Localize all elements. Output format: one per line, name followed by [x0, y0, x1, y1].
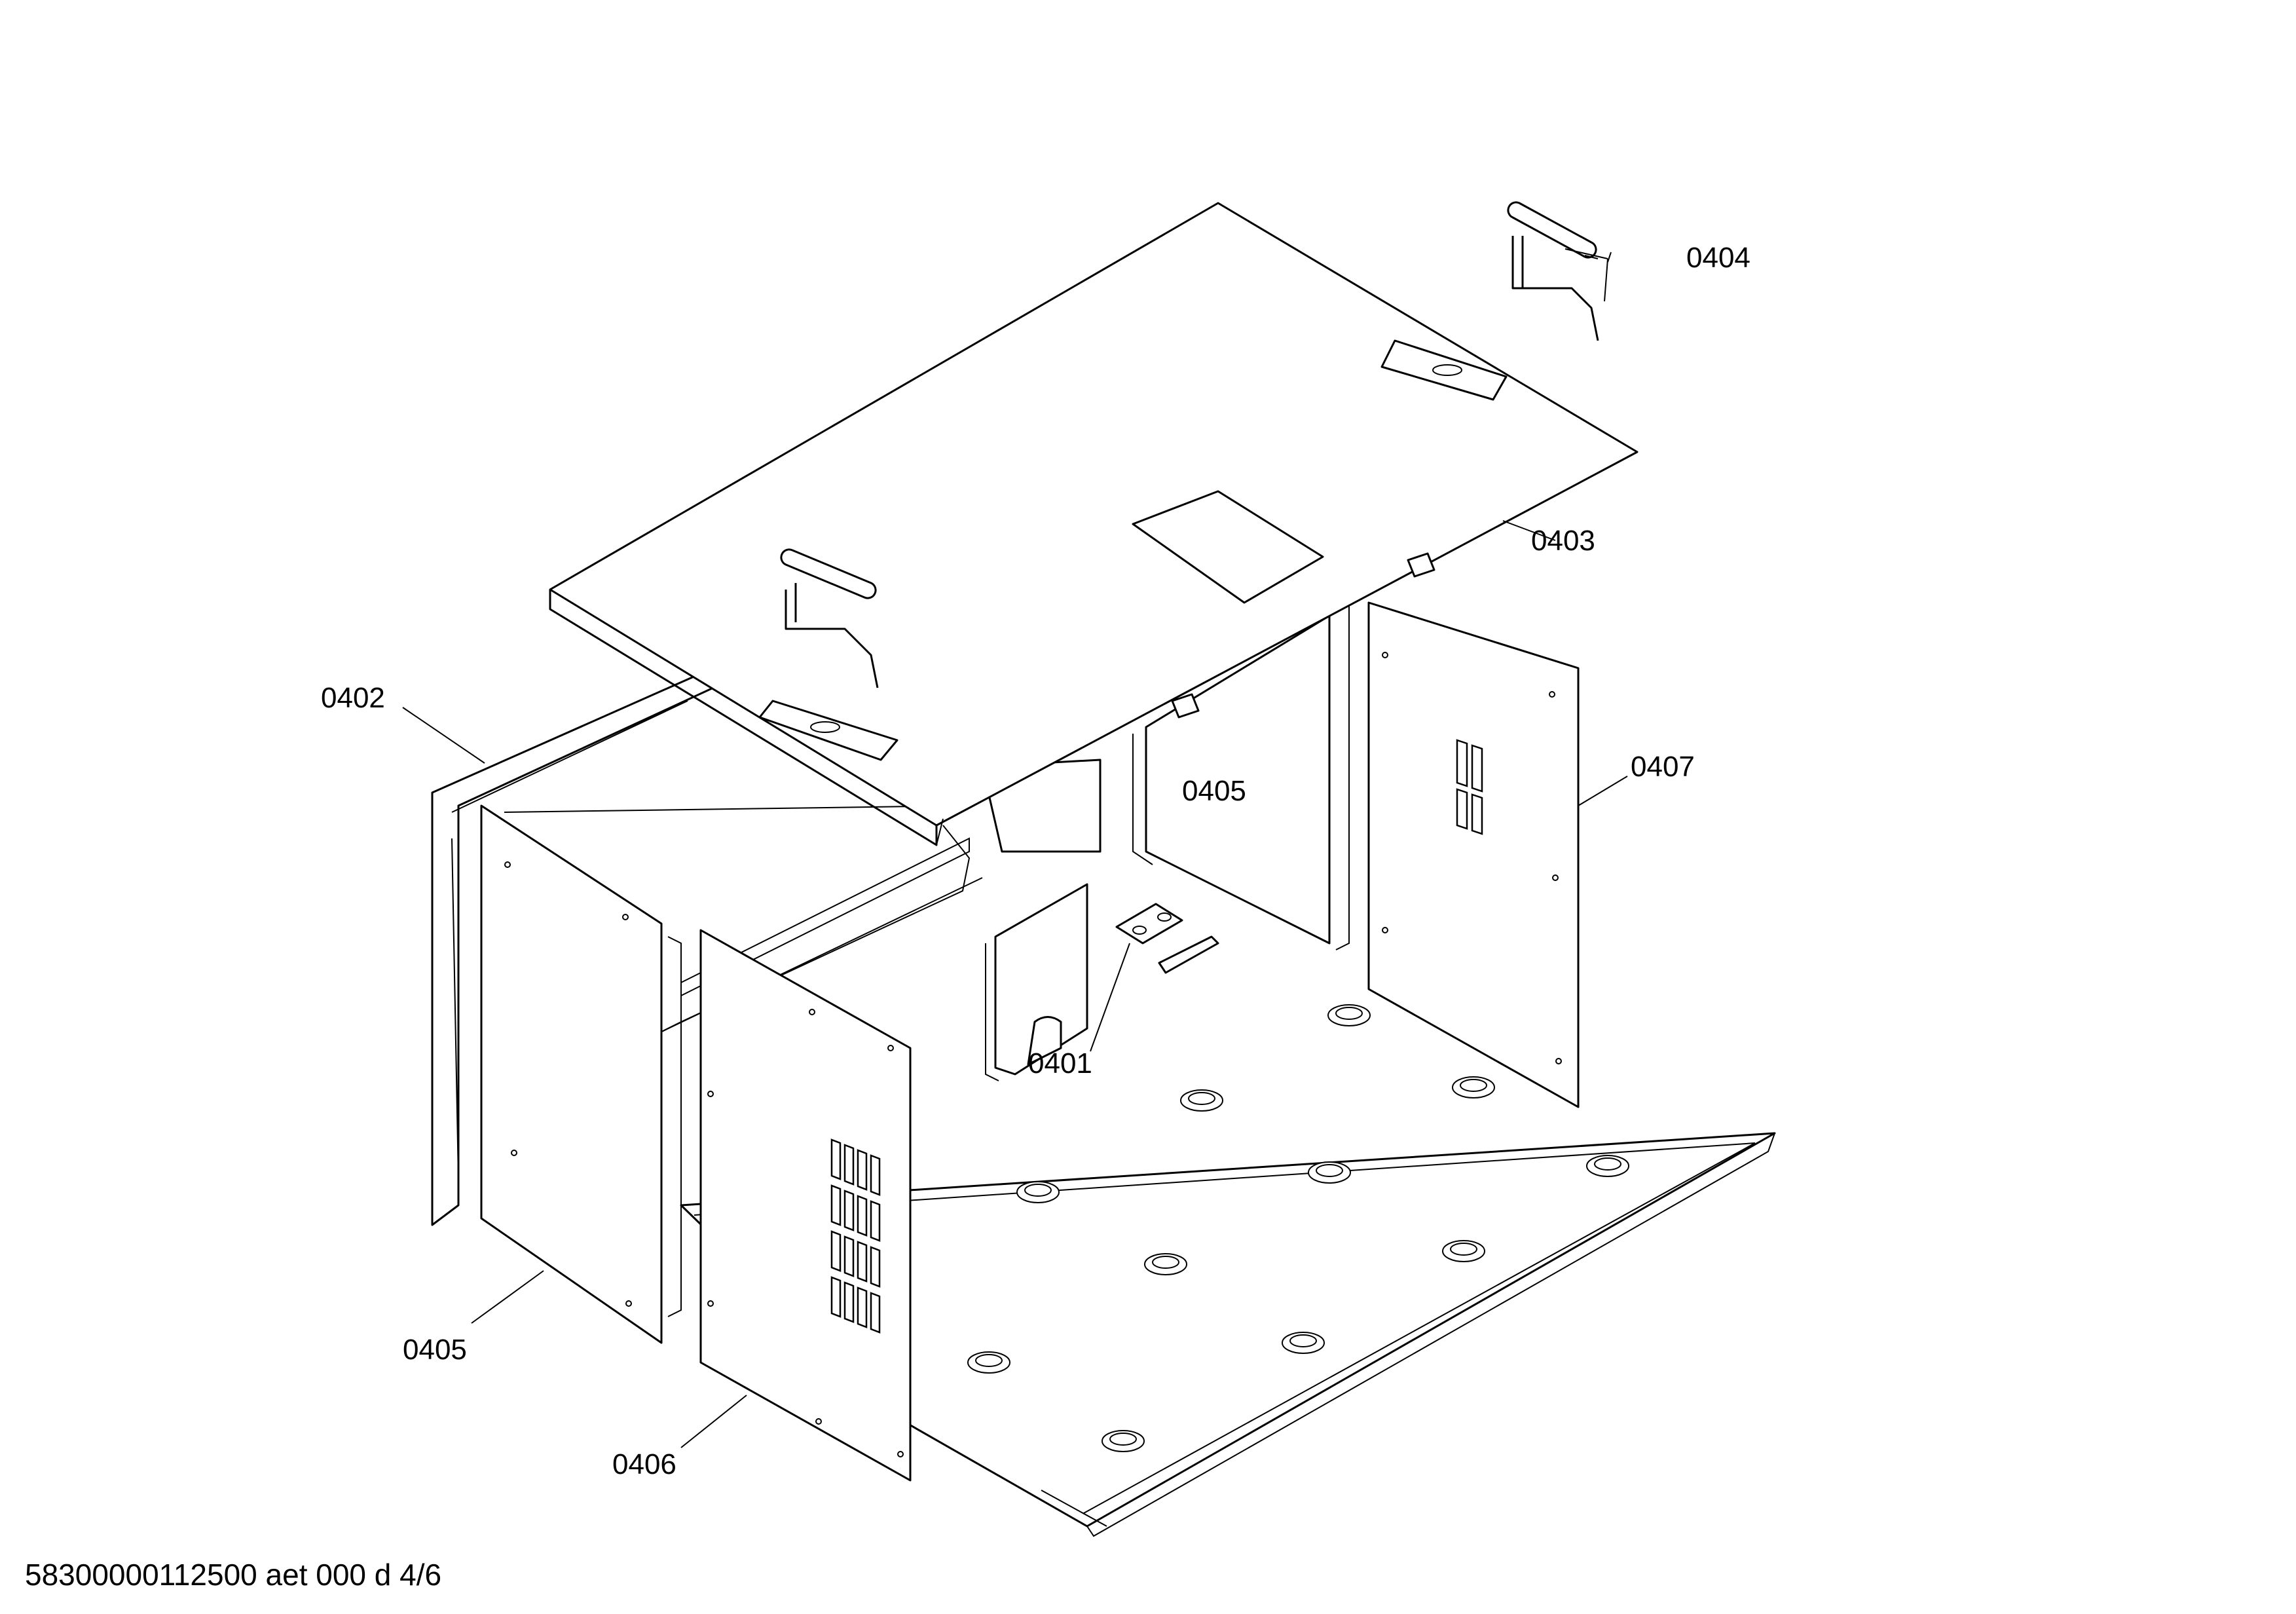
top-panel	[549, 202, 1639, 846]
callout-0405-inner: 0405	[1182, 775, 1246, 807]
callout-0406: 0406	[612, 1448, 676, 1480]
left-side-panel	[480, 804, 682, 1344]
callout-0402: 0402	[321, 682, 385, 714]
callout-0401: 0401	[1028, 1047, 1092, 1079]
right-side-panel	[1367, 601, 1580, 1108]
callout-0403: 0403	[1531, 525, 1595, 557]
document-id: 58300000112500 aet 000 d 4/6	[25, 1558, 441, 1592]
callout-0404: 0404	[1686, 242, 1750, 274]
handle-loose	[1507, 201, 1599, 341]
base-feet	[967, 1004, 1629, 1452]
handle-front	[780, 548, 879, 688]
vent-slots	[830, 1138, 881, 1334]
leader-lines	[402, 248, 1628, 1448]
latch-part	[1115, 903, 1219, 974]
front-vent-panel	[699, 929, 912, 1482]
callout-0407: 0407	[1631, 751, 1695, 783]
internal-bracket	[985, 883, 1088, 1081]
callout-0405-left: 0405	[403, 1334, 467, 1366]
